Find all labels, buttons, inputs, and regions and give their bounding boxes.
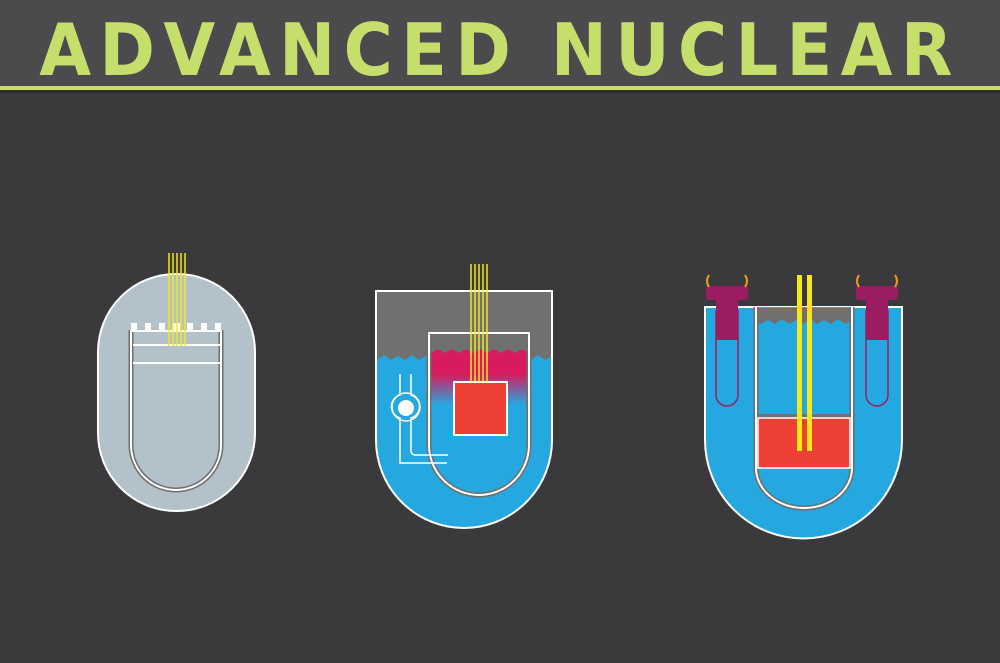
header-rule [0,86,1000,90]
pump-loop [390,374,448,464]
page-title: ADVANCED NUCLEAR [39,8,961,92]
heat-exchanger-right [856,274,898,407]
fuel-core [453,381,508,436]
reactor-vessel [756,307,852,508]
reactor-vessel [128,330,224,493]
reactor-3 [704,274,903,540]
vessel-crenellations [131,323,221,332]
heat-exchanger-left [706,274,748,407]
fuel-core [757,417,851,469]
control-rods [470,264,488,382]
control-rods [168,253,186,346]
reactor-1 [97,253,256,512]
pump-icon [398,400,414,416]
reactor-2 [375,264,553,529]
control-rods [797,275,812,451]
header-rule-shadow [0,90,1000,93]
header-band [0,0,1000,88]
